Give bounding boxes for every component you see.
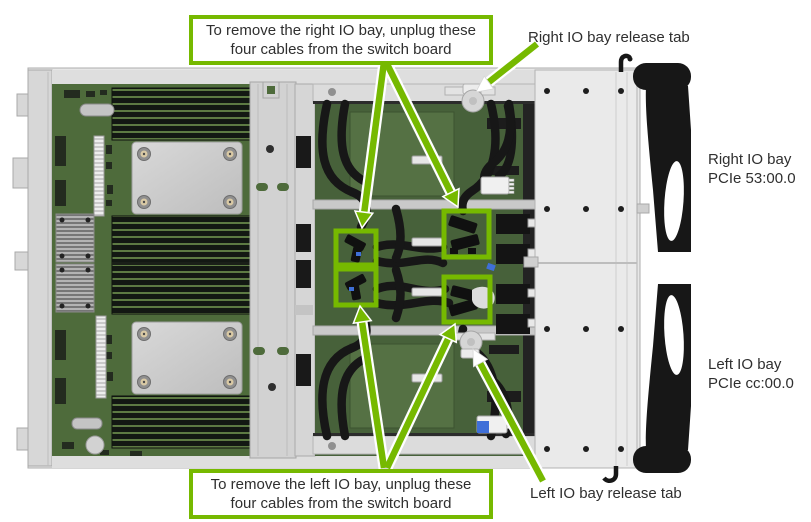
io-bay-cover-panel (534, 69, 638, 469)
power-connector-top (480, 176, 515, 195)
left-io-bay-handle (602, 284, 691, 484)
highlight-box-cable-1 (333, 228, 379, 268)
label-line: PCIe 53:00.0 (708, 170, 796, 187)
cpu-heatsink-1 (131, 141, 243, 215)
board-connector-strip (95, 315, 107, 399)
callout-line: four cables from the switch board (230, 495, 452, 512)
heatsink-screws (137, 327, 237, 389)
label-left-io-bay-release-tab: Left IO bay release tab (530, 485, 682, 502)
label-left-io-bay-pcie: Left IO bay PCIe cc:00.0 (708, 355, 794, 393)
vrm-heatsink-1 (55, 213, 95, 263)
board-connector-strip (93, 135, 105, 217)
callout-line: To remove the right IO bay, unplug these (206, 22, 476, 39)
cpu-heatsink-2 (131, 321, 243, 395)
highlight-box-cable-4 (441, 274, 493, 325)
label-line: Right IO bay (708, 151, 792, 168)
io-bay-assembly (523, 53, 691, 484)
label-right-io-bay-pcie: Right IO bay PCIe 53:00.0 (708, 150, 796, 188)
label-line: PCIe cc:00.0 (708, 375, 794, 392)
pointer-lines (358, 41, 546, 483)
label-line: Left IO bay (708, 356, 782, 373)
coin-battery (85, 435, 105, 455)
highlight-box-cable-2 (333, 266, 379, 308)
right-io-bay-handle (618, 53, 691, 252)
callout-remove-right-io-bay: To remove the right IO bay, unplug these… (189, 15, 493, 65)
dimm-bank-3 (111, 395, 251, 449)
support-rail (249, 81, 297, 459)
label-right-io-bay-release-tab: Right IO bay release tab (528, 29, 690, 46)
callout-line: To remove the left IO bay, unplug these (210, 476, 472, 493)
vrm-heatsink-2 (55, 263, 95, 313)
callout-line: four cables from the switch board (230, 41, 452, 58)
panel-screws (544, 88, 624, 452)
io-connector-blocks (496, 214, 537, 334)
highlight-box-cable-3 (441, 208, 492, 260)
pointer-arrowheads (352, 187, 460, 344)
release-tab-arrowheads (472, 75, 495, 368)
switch-cable-connectors (344, 215, 480, 317)
dimm-bank-1 (111, 87, 251, 141)
callout-remove-left-io-bay: To remove the left IO bay, unplug these … (189, 469, 493, 519)
annotations (333, 39, 548, 484)
heatsink-screws (137, 147, 237, 209)
